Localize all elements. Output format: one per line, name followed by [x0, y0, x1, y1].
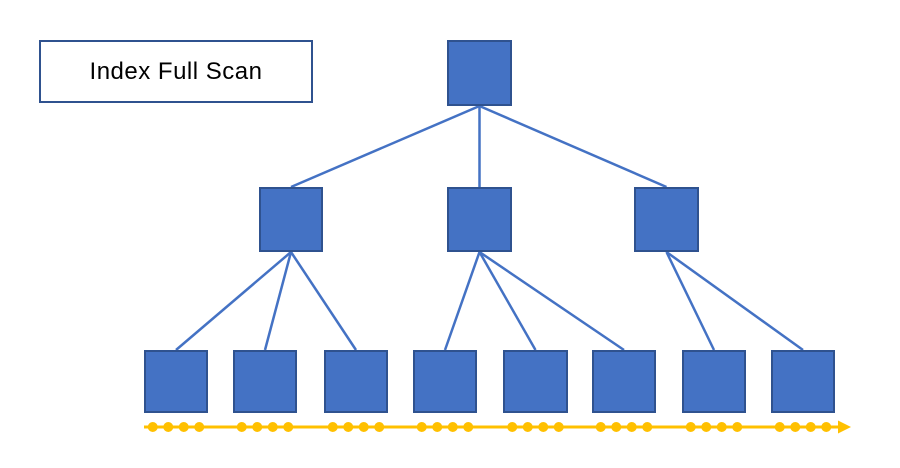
tree-edge-branch-1-to-leaf-2	[263, 251, 293, 351]
leaf-5-node	[503, 350, 568, 413]
scan-dot	[685, 422, 696, 432]
tree-edge-branch-2-to-leaf-5	[478, 251, 537, 351]
leaf-7-node	[682, 350, 746, 413]
scan-dot	[611, 422, 622, 432]
scan-dot	[463, 422, 474, 432]
tree-edge-branch-3-to-leaf-8	[665, 250, 804, 352]
scan-dot	[343, 422, 354, 432]
leaf-8-node	[771, 350, 835, 413]
scan-dot	[805, 422, 816, 432]
tree-edge-branch-1-to-leaf-3	[289, 251, 358, 351]
scan-dot	[374, 422, 385, 432]
scan-dot	[774, 422, 785, 432]
leaf-6-node	[592, 350, 656, 413]
branch-1-node	[259, 187, 323, 252]
scan-dot	[626, 422, 637, 432]
scan-dot	[701, 422, 712, 432]
scan-dot	[252, 422, 263, 432]
scan-dot	[522, 422, 533, 432]
scan-dot	[432, 422, 443, 432]
leaf-1-node	[144, 350, 208, 413]
tree-edge-root-to-branch-3	[479, 104, 667, 189]
scan-dot	[358, 422, 369, 432]
scan-dot	[447, 422, 458, 432]
scan-arrowhead-icon	[838, 420, 851, 434]
scan-dot	[236, 422, 247, 432]
scan-dot	[147, 422, 158, 432]
tree-edge-branch-2-to-leaf-6	[478, 250, 625, 352]
scan-dot	[178, 422, 189, 432]
scan-dot	[194, 422, 205, 432]
tree-edge-branch-3-to-leaf-7	[665, 251, 716, 351]
tree-edge-branch-2-to-leaf-4	[443, 251, 481, 351]
scan-dot	[732, 422, 743, 432]
scan-dot	[283, 422, 294, 432]
scan-dot	[595, 422, 606, 432]
tree-edge-branch-1-to-leaf-1	[175, 251, 292, 351]
scan-dot	[416, 422, 427, 432]
scan-dot	[790, 422, 801, 432]
leaf-2-node	[233, 350, 297, 413]
scan-dot	[821, 422, 832, 432]
branch-3-node	[634, 187, 699, 252]
diagram-title-box: Index Full Scan	[39, 40, 313, 103]
scan-dot	[716, 422, 727, 432]
scan-dot	[327, 422, 338, 432]
scan-dot	[642, 422, 653, 432]
branch-2-node	[447, 187, 512, 252]
scan-dot	[538, 422, 549, 432]
diagram-title: Index Full Scan	[89, 57, 263, 85]
scan-dot	[267, 422, 278, 432]
root-node	[447, 40, 512, 106]
scan-dot	[553, 422, 564, 432]
scan-dot	[507, 422, 518, 432]
scan-dot	[163, 422, 174, 432]
leaf-4-node	[413, 350, 477, 413]
leaf-3-node	[324, 350, 388, 413]
tree-edge-root-to-branch-1	[290, 104, 480, 189]
